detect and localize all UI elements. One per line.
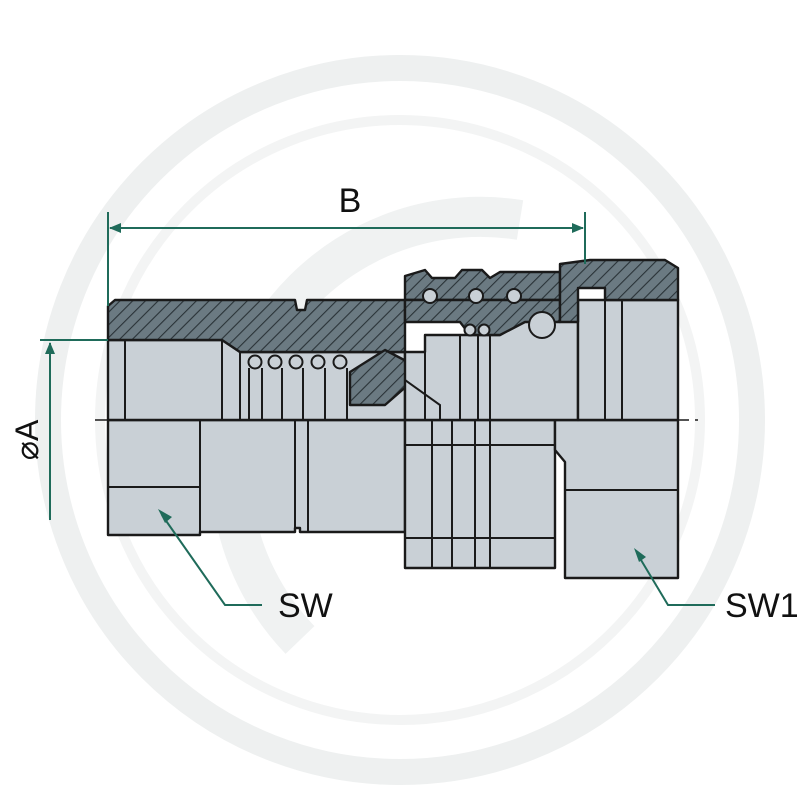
coupling-body xyxy=(106,258,680,580)
leader-arrow-sw xyxy=(158,509,172,523)
seal-ring xyxy=(477,323,491,337)
leader-line-sw xyxy=(161,514,262,606)
right-hex-lower xyxy=(553,418,680,580)
label-sw: SW xyxy=(278,587,333,625)
sleeve-lower xyxy=(403,418,557,570)
dimension-b: B xyxy=(107,182,586,306)
inner-line xyxy=(404,352,441,420)
leader-sw: SW xyxy=(158,509,333,625)
leader-line-sw1 xyxy=(637,554,715,606)
right-hex-upper xyxy=(576,298,680,422)
spring-coils xyxy=(247,354,348,420)
dimension-a: ⌀A xyxy=(9,339,108,520)
left-body-section xyxy=(106,298,407,354)
seal-ring xyxy=(463,323,477,337)
leader-sw1: SW1 xyxy=(634,548,799,625)
lock-ball xyxy=(506,288,522,304)
label-b: B xyxy=(339,182,362,220)
label-diameter-a: ⌀A xyxy=(9,419,45,460)
left-body-lower xyxy=(106,418,407,537)
lock-ball xyxy=(468,288,484,304)
large-lock-ball xyxy=(528,311,556,339)
label-sw1: SW1 xyxy=(725,587,799,625)
leader-arrow-sw1 xyxy=(634,548,646,562)
lock-ball xyxy=(422,288,438,304)
